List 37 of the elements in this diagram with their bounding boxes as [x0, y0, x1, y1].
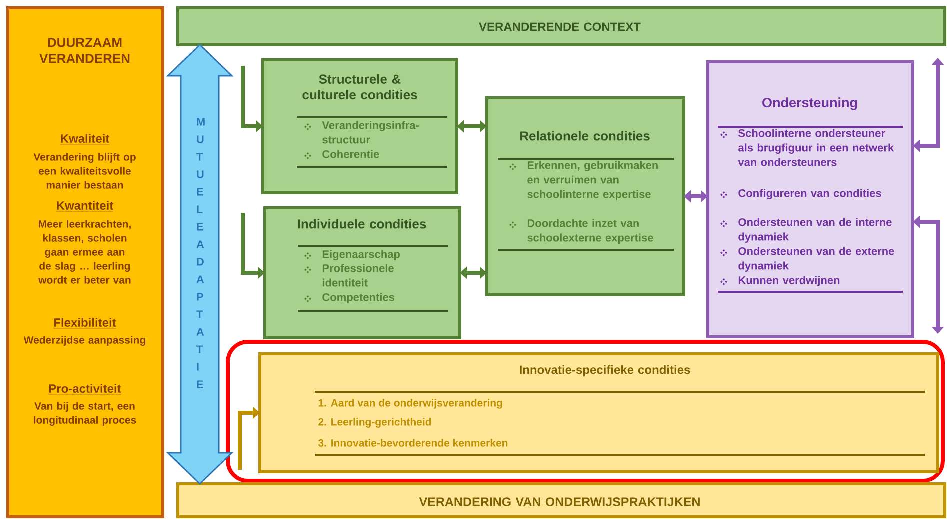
- box-title: VERANDERING VAN ONDERWIJSPRAKTIJKEN: [419, 498, 700, 506]
- box-title: Structurele & culturele condities: [302, 74, 418, 100]
- bullet-text: Competenties: [322, 293, 394, 304]
- arrow: [684, 190, 708, 203]
- arrow: [457, 120, 487, 133]
- bullet-text: Erkennen, gebruikmaken en verruimen van schoolinterne expertise: [528, 161, 658, 200]
- box-title: Ondersteuning: [762, 98, 858, 110]
- bullet-text: Ondersteunen van de interne dynamiek: [738, 218, 892, 243]
- description: Van bij de start, een longitudinaal proces: [34, 402, 136, 426]
- bullet-text: Kunnen verdwijnen: [738, 276, 840, 286]
- description: Wederzijdse aanpassing: [24, 336, 146, 346]
- box-title: Relationele condities: [520, 131, 650, 141]
- panel-heading: DUURZAAM VERANDEREN: [40, 38, 130, 64]
- list-item: 2. Leerling-gerichtheid: [318, 418, 432, 428]
- arrow: [460, 266, 487, 280]
- bullet-text: Professionele identiteit: [322, 264, 394, 287]
- description: Verandering blijft op een kwaliteitsvolle manier bestaan: [34, 153, 136, 189]
- description: Meer leerkrachten, klassen, scholen gaan ermee aan de slag … leerling wordt er beter van: [38, 220, 131, 284]
- bullet-text: Schoolinterne ondersteuner als brugfiguur in een netwerk van ondersteuners: [738, 129, 894, 166]
- box-title: Innovatie-specifieke condities: [520, 365, 690, 377]
- box-title: VERANDERENDE CONTEXT: [479, 22, 641, 32]
- highlight-frame: [226, 340, 946, 483]
- section-heading: Kwaliteit: [60, 134, 110, 145]
- bullet-text: Configureren van condities: [738, 189, 882, 200]
- bullet-text: Coherentie: [322, 150, 380, 158]
- bullet-text: Eigenaarschap: [322, 250, 400, 260]
- bullet-text: Doordachte inzet van schoolexterne expertise: [528, 219, 654, 244]
- section-heading: Flexibiliteit: [53, 318, 117, 329]
- section-heading: Pro-activiteit: [48, 384, 122, 395]
- list-item: 1. Aard van de onderwijsverandering: [318, 399, 502, 409]
- arrow: [238, 406, 260, 470]
- section-heading: Kwantiteit: [56, 201, 114, 212]
- list-item: 3. Innovatie-bevorderende kenmerken: [318, 439, 508, 447]
- edge-label: MUTUELE ADAPTATIE: [196, 118, 205, 388]
- bullet-text: Ondersteunen van de externe dynamiek: [738, 247, 894, 272]
- box-title: Individuele condities: [298, 219, 426, 229]
- bullet-text: Veranderingsinfra-structuur: [322, 121, 419, 144]
